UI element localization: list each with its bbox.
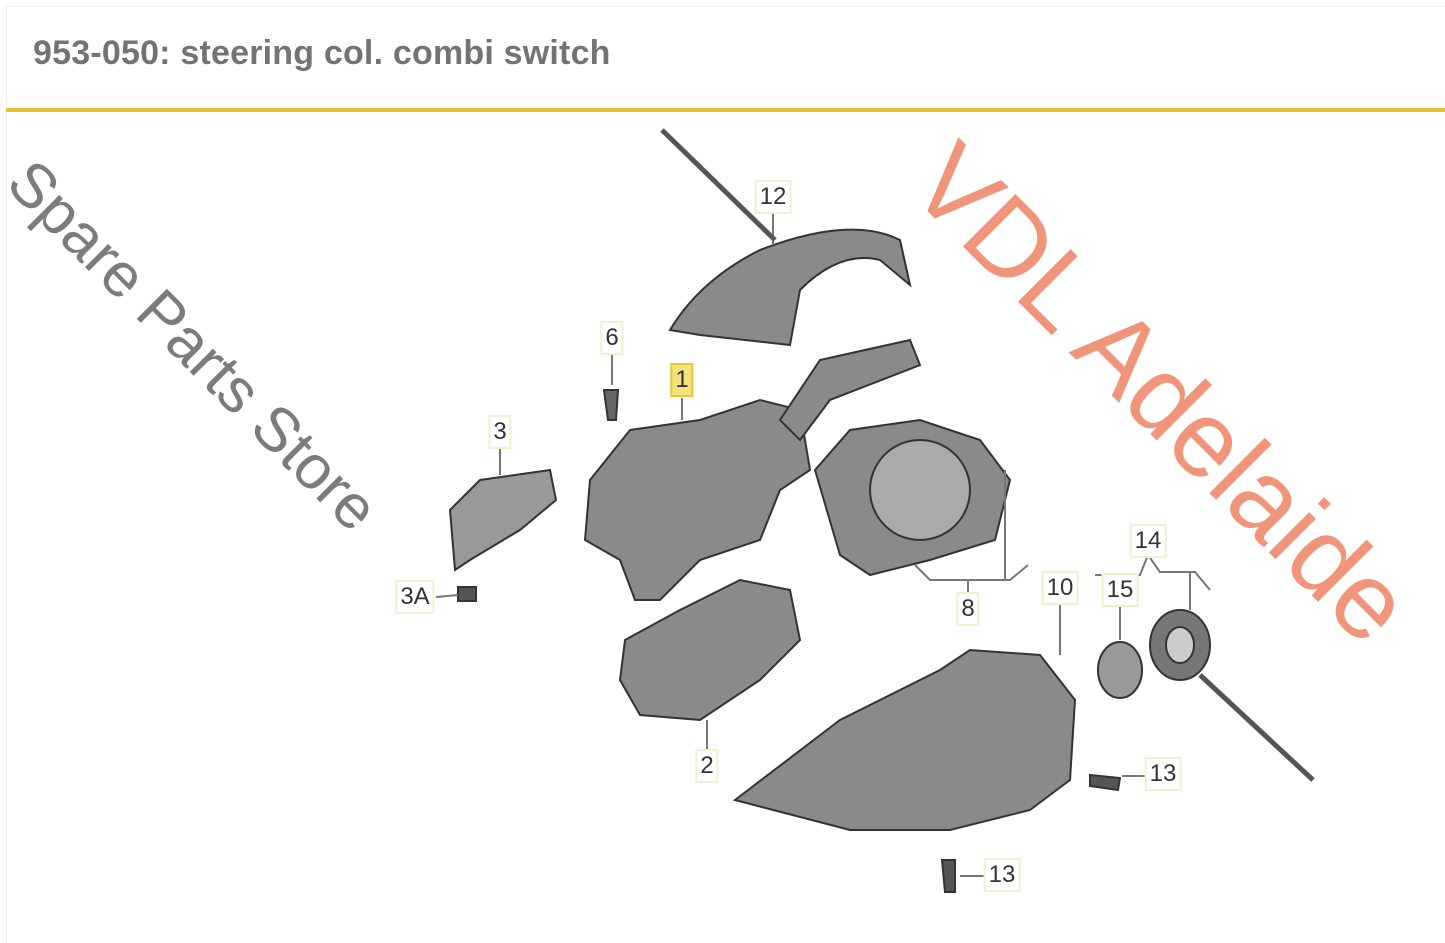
callout-1[interactable]: 1 (670, 363, 694, 397)
part-6-screw (602, 389, 620, 421)
part-3-bracket (448, 468, 558, 572)
part-10-lower-trim-cover (732, 648, 1077, 831)
part-12-upper-trim-cover (668, 228, 912, 347)
clock-spring-center (869, 439, 971, 541)
leader-lines (435, 212, 1211, 877)
callout-2[interactable]: 2 (695, 749, 719, 783)
callout-13-upper[interactable]: 13 (1144, 757, 1182, 791)
callout-13-lower[interactable]: 13 (983, 858, 1021, 892)
wiper-stalk (778, 338, 922, 442)
callout-6[interactable]: 6 (600, 321, 624, 355)
callout-10[interactable]: 10 (1041, 571, 1079, 605)
callout-8[interactable]: 8 (956, 592, 980, 626)
part-2-housing (618, 578, 802, 722)
part-14-ring-hole (1165, 626, 1195, 664)
callout-14[interactable]: 14 (1129, 524, 1167, 558)
part-3a-clip (457, 586, 477, 602)
part-13-screw (1089, 773, 1122, 792)
part-1-combi-switch (583, 398, 812, 601)
part-15-ring (1097, 641, 1143, 699)
callout-15[interactable]: 15 (1101, 573, 1139, 607)
part-13-screw (940, 859, 956, 893)
callout-3[interactable]: 3 (488, 415, 512, 449)
callout-3a[interactable]: 3A (395, 580, 435, 614)
steering-axis-line (660, 128, 1315, 782)
callout-12[interactable]: 12 (754, 180, 792, 214)
title-divider (6, 108, 1445, 112)
page-title: 953-050: steering col. combi switch (33, 34, 611, 72)
